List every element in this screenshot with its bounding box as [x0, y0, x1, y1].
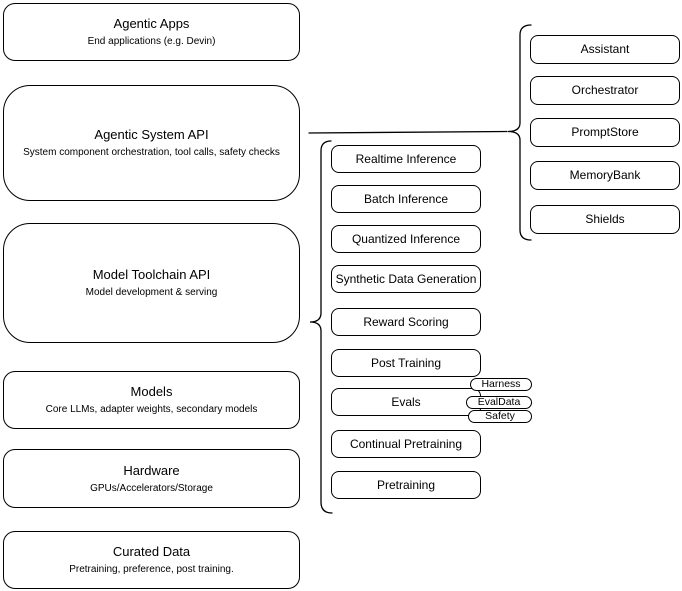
node-label: Assistant — [580, 42, 630, 56]
node-assistant: Assistant — [530, 35, 680, 64]
node-batch-inference: Batch Inference — [331, 185, 481, 213]
node-label: Continual Pretraining — [349, 436, 463, 451]
node-hardware: Hardware GPUs/Accelerators/Storage — [3, 449, 300, 508]
node-label: Batch Inference — [363, 191, 449, 206]
node-agentic-system-api: Agentic System API System component orch… — [3, 85, 300, 201]
node-quantized-inference: Quantized Inference — [331, 225, 481, 253]
node-label: Shields — [585, 212, 625, 226]
node-label: MemoryBank — [569, 168, 641, 182]
node-orchestrator: Orchestrator — [530, 76, 680, 105]
node-synthetic-data-generation: Synthetic Data Generation — [331, 265, 481, 293]
tag-safety: Safety — [468, 410, 532, 423]
node-realtime-inference: Realtime Inference — [331, 145, 481, 173]
node-subtitle: Model development & serving — [85, 287, 218, 298]
api-connector-line — [308, 130, 508, 134]
node-shields: Shields — [530, 205, 680, 234]
node-pretraining: Pretraining — [331, 471, 481, 499]
node-continual-pretraining: Continual Pretraining — [331, 430, 481, 458]
node-title: Agentic Apps — [113, 16, 190, 31]
node-title: Agentic System API — [94, 127, 209, 142]
tag-harness: Harness — [470, 378, 532, 391]
node-subtitle: Pretraining, preference, post training. — [69, 564, 234, 575]
node-label: Orchestrator — [571, 83, 639, 97]
tag-evaldata: EvalData — [466, 396, 532, 409]
node-evals: Evals — [331, 388, 481, 416]
node-label: Realtime Inference — [355, 151, 457, 166]
node-model-toolchain-api: Model Toolchain API Model development & … — [3, 223, 300, 343]
node-memorybank: MemoryBank — [530, 161, 680, 190]
node-label: PromptStore — [571, 125, 639, 139]
node-title: Curated Data — [112, 544, 191, 559]
node-promptstore: PromptStore — [530, 118, 680, 147]
node-reward-scoring: Reward Scoring — [331, 308, 481, 336]
node-curated-data: Curated Data Pretraining, preference, po… — [3, 531, 300, 589]
tag-label: EvalData — [477, 396, 521, 408]
node-models: Models Core LLMs, adapter weights, secon… — [3, 371, 300, 429]
node-title: Model Toolchain API — [92, 267, 211, 282]
node-label: Reward Scoring — [363, 314, 449, 329]
node-label: Evals — [391, 394, 421, 409]
node-label: Quantized Inference — [351, 231, 461, 246]
node-title: Hardware — [123, 462, 180, 478]
system-components-brace — [507, 24, 532, 241]
node-label: Pretraining — [376, 477, 436, 492]
node-subtitle: End applications (e.g. Devin) — [87, 36, 216, 47]
node-label: Synthetic Data Generation — [335, 271, 477, 286]
tag-label: Safety — [485, 410, 515, 422]
node-title: Models — [130, 384, 173, 399]
node-post-training: Post Training — [331, 349, 481, 377]
tag-label: Harness — [481, 378, 521, 390]
node-agentic-apps: Agentic Apps End applications (e.g. Devi… — [3, 3, 300, 61]
node-subtitle: GPUs/Accelerators/Storage — [90, 482, 213, 494]
node-subtitle: Core LLMs, adapter weights, secondary mo… — [45, 404, 258, 415]
node-label: Post Training — [370, 355, 442, 370]
toolchain-brace — [309, 140, 333, 514]
node-subtitle: System component orchestration, tool cal… — [23, 147, 280, 158]
